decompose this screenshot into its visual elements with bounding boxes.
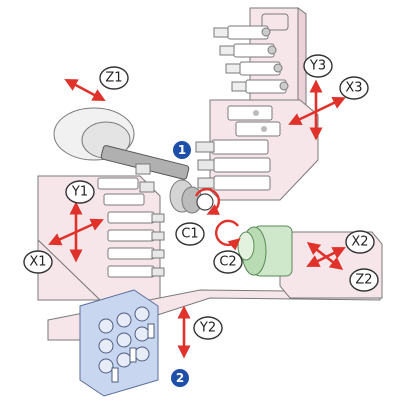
label-z1: Z1	[99, 66, 129, 90]
label-y3-text: Y3	[309, 59, 326, 74]
upper-drill-tools	[213, 25, 289, 94]
right-turning-tools	[195, 99, 319, 201]
label-c1: C1	[175, 222, 205, 246]
left-tool-post	[37, 163, 165, 301]
y3-x3-axis-arrows	[288, 79, 346, 141]
back-tool-drills	[98, 306, 155, 383]
marker-2: 2	[171, 369, 189, 387]
back-tool-block	[79, 289, 159, 397]
label-c2: C2	[213, 250, 243, 274]
label-x3: X3	[339, 76, 369, 100]
marker-1: 1	[173, 141, 191, 159]
label-x1: X1	[23, 250, 53, 274]
label-y1-text: Y1	[71, 185, 88, 200]
label-y1: Y1	[65, 180, 95, 204]
label-x2-text: X2	[351, 235, 368, 250]
label-z2: Z2	[349, 268, 379, 292]
label-c2-text: C2	[219, 255, 236, 270]
label-c1-text: C1	[181, 227, 198, 242]
c1-rotation-arrow	[194, 188, 221, 215]
left-tools	[97, 163, 165, 278]
label-x2: X2	[345, 230, 375, 254]
label-y2-text: Y2	[199, 321, 216, 336]
marker-2-text: 2	[176, 371, 184, 385]
main-spindle	[53, 107, 214, 214]
label-z1-text: Z1	[105, 71, 122, 86]
marker-1-text: 1	[178, 143, 186, 157]
label-y3: Y3	[303, 54, 333, 78]
label-z2-text: Z2	[355, 273, 372, 288]
label-x3-text: X3	[345, 81, 362, 96]
label-y2: Y2	[193, 316, 223, 340]
z1-axis-arrow	[64, 78, 106, 102]
y1-x1-axis-arrows	[48, 201, 104, 263]
x2-z2-axis-arrows	[306, 242, 346, 270]
label-x1-text: X1	[29, 255, 46, 270]
c2-rotation-arrow	[215, 219, 241, 251]
